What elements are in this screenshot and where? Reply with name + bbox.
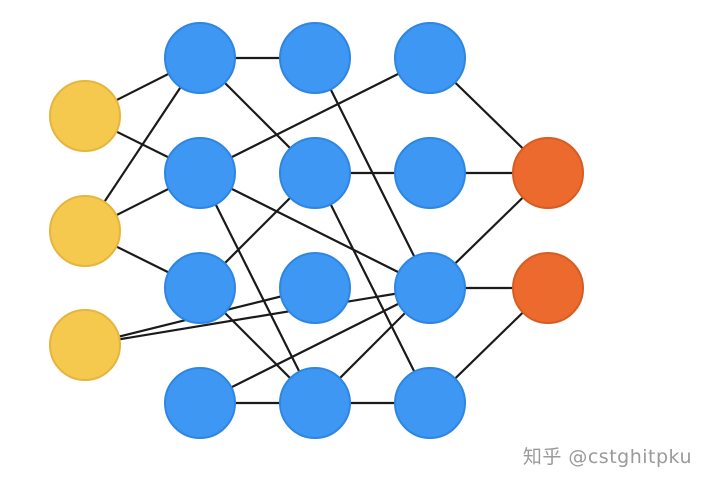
hidden-node-c2 (394, 137, 466, 209)
hidden-node-b2 (279, 137, 351, 209)
hidden-node-c1 (394, 22, 466, 94)
watermark: 知乎 @cstghitpku (522, 446, 692, 468)
hidden-node-b1 (279, 22, 351, 94)
hidden-node-a2 (164, 137, 236, 209)
edge-b2-c4 (313, 171, 432, 405)
hidden-node-a1 (164, 22, 236, 94)
edge-a2-b4 (198, 171, 317, 405)
hidden-node-b3 (279, 252, 351, 324)
output-node-o1 (512, 137, 584, 209)
edge-a4-c3 (198, 286, 432, 405)
input-node-i2 (49, 195, 121, 267)
hidden-node-a3 (164, 252, 236, 324)
neurons (49, 22, 584, 439)
edge-i3-c3 (83, 286, 432, 347)
hidden-node-c4 (394, 367, 466, 439)
edge-a2-c3 (198, 171, 432, 290)
input-node-i3 (49, 309, 121, 381)
hidden-node-c3 (394, 252, 466, 324)
input-node-i1 (49, 80, 121, 152)
edge-a2-c1 (198, 56, 432, 175)
output-node-o2 (512, 252, 584, 324)
hidden-node-b4 (279, 367, 351, 439)
connections (83, 56, 550, 405)
hidden-node-a4 (164, 367, 236, 439)
